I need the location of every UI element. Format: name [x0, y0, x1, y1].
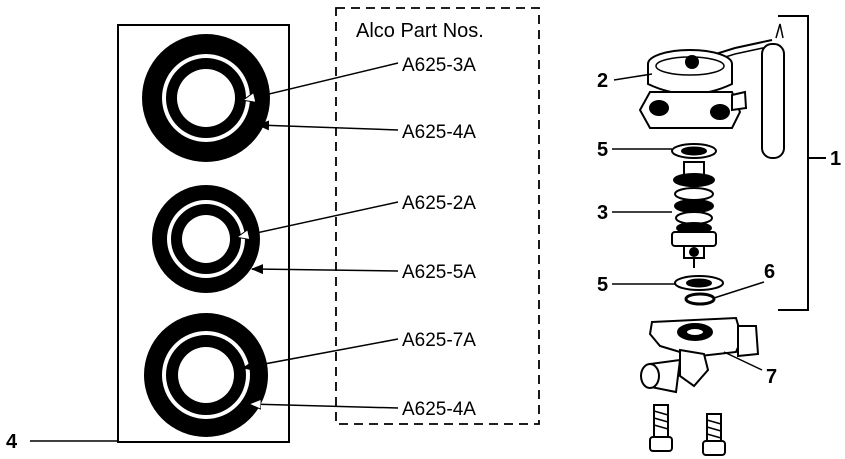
callout-3: 3 — [597, 202, 608, 224]
leader-line — [250, 404, 399, 408]
callout-5-lower: 5 — [597, 274, 608, 296]
leader-line — [238, 201, 399, 237]
part-number-label: A625-5A — [402, 262, 476, 283]
leader-line — [251, 264, 399, 275]
callout-1: 1 — [830, 148, 841, 170]
part-numbers-header: Alco Part Nos. — [356, 20, 484, 42]
part-number-label: A625-2A — [402, 193, 476, 214]
expansion-valve-illustration — [638, 23, 785, 456]
leader-line — [257, 120, 399, 131]
callout-leader — [613, 73, 653, 81]
part-number-label: A625-4A — [402, 399, 476, 420]
callout-7: 7 — [766, 366, 777, 388]
gasket-set-3 — [144, 313, 268, 437]
part-number-box — [335, 7, 540, 425]
part-number-label: A625-3A — [402, 55, 476, 76]
callout-6: 6 — [764, 261, 775, 283]
leader-line — [242, 338, 399, 371]
callout-5-upper: 5 — [597, 139, 608, 161]
leader-line — [244, 62, 399, 100]
part-number-label: A625-4A — [402, 122, 476, 143]
part-number-label: A625-7A — [402, 330, 476, 351]
callout-leader — [723, 351, 763, 371]
callout-leader — [713, 281, 765, 299]
gasket-set-2 — [152, 185, 260, 293]
assembly-bracket — [778, 15, 809, 311]
callout-4: 4 — [6, 431, 18, 453]
gasket-set-1 — [142, 34, 270, 162]
gasket-board — [117, 24, 290, 443]
callout-2: 2 — [597, 70, 608, 92]
